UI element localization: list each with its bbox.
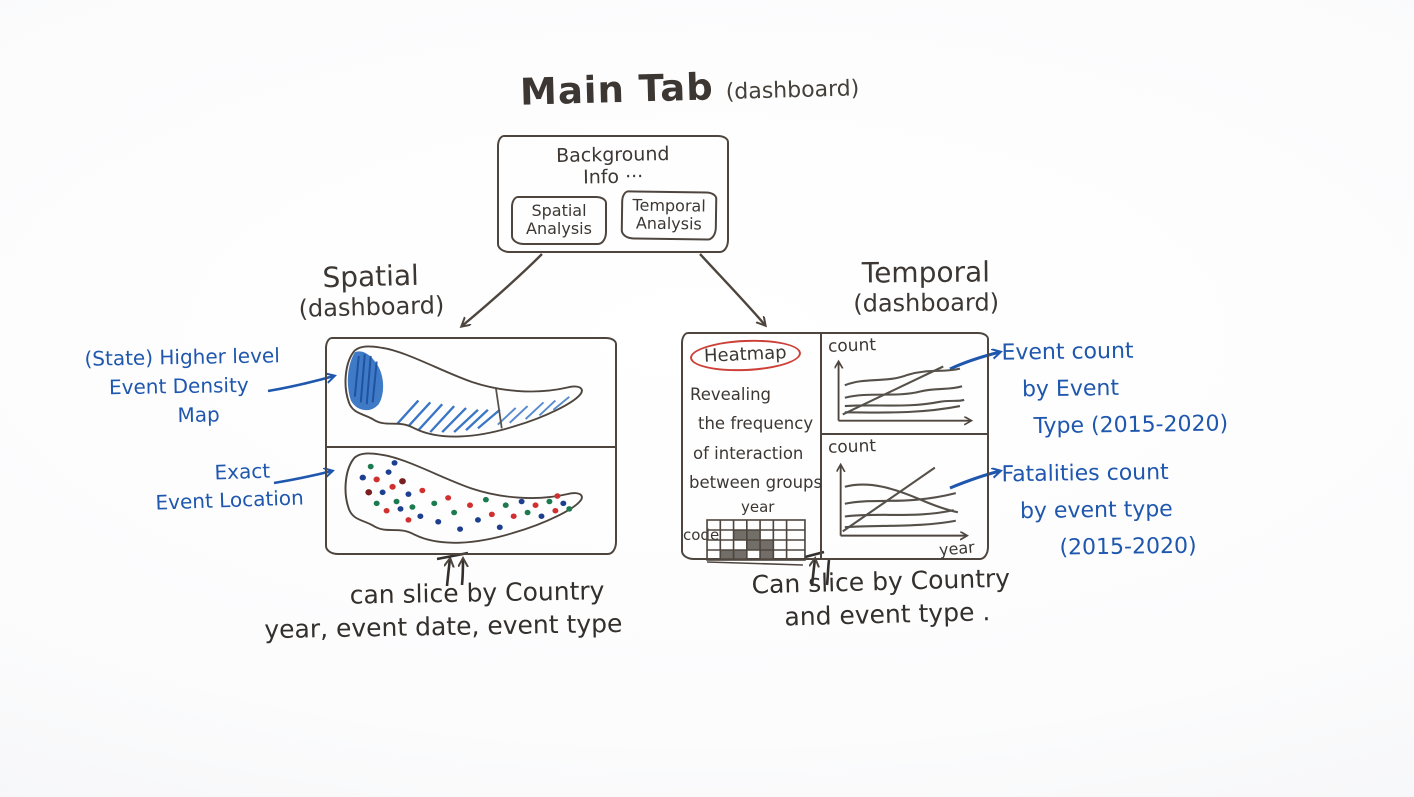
fatalities-annotation: Fatalities count by event type (2015-202… [1001,455,1197,569]
density-map-drawing [344,345,583,438]
heatmap-title: Heatmap [703,342,788,367]
page-title-paren: (dashboard) [725,76,860,105]
event-count-chart-panel: count [822,334,987,435]
spatial-dashboard-title: Spatial (dashboard) [275,258,467,324]
tab-spatial-analysis[interactable]: Spatial Analysis [511,196,607,245]
event-location-panel [327,446,615,553]
spatial-slice-note-line1: can slice by Country [349,576,605,610]
tab-spatial-line1: Spatial [531,201,587,221]
spatial-dashboard-box [325,337,617,555]
background-info-heading: Background Info ··· [499,142,728,191]
heatmap-description: Revealing the frequency of interaction b… [689,380,823,497]
heatmap-grid [706,519,806,566]
main-tab-row: Spatial Analysis Temporal Analysis [511,190,718,245]
event-dots [359,460,573,533]
event-count-annotation-line2: by Event [1021,375,1120,403]
spatial-title-paren: (dashboard) [298,291,445,323]
temporal-dashboard-box: Heatmap Revealing the frequency of inter… [681,332,989,566]
bottom-chart-y-axis-label: count [827,436,877,458]
density-map-panel [327,339,615,449]
spatial-title-text: Spatial [322,258,420,295]
density-label-line3: Map [177,402,220,428]
exact-label-line2: Event Location [155,485,305,515]
arrow-main-to-spatial [462,253,543,326]
temporal-slice-note-line2: and event type . [784,596,991,632]
exact-location-label: Exact Event Location [154,455,304,516]
event-count-annotation: Event count by Event Type (2015-2020) [1001,332,1228,446]
temporal-title-text: Temporal [861,255,991,290]
temporal-slice-note: Can slice by Country and event type . [751,563,1011,635]
density-map-label: (State) Higher level Event Density Map [84,341,281,431]
fatalities-annotation-line1: Fatalities count [1001,460,1169,488]
fatalities-annotation-line3: (2015-2020) [1059,533,1197,561]
heatmap-desc-line3: of interaction [693,443,804,463]
fatalities-annotation-line2: by event type [1019,496,1173,525]
page-title-text: Main Tab [519,65,715,114]
heatmap-desc-line1: Revealing [690,385,772,404]
heatmap-mini-chart: year code [683,498,809,566]
event-count-annotation-line1: Event count [1001,338,1134,366]
event-count-chart [826,354,983,429]
main-tab-box: Background Info ··· Spatial Analysis Tem… [497,135,729,253]
tab-temporal-analysis[interactable]: Temporal Analysis [620,190,718,241]
bottom-chart-x-axis-label: year [938,537,976,560]
heatmap-title-circled: Heatmap [689,337,802,374]
tab-temporal-line2: Analysis [635,213,702,234]
tab-spatial-line2: Analysis [526,219,592,239]
background-info-line2: Info ··· [582,165,644,189]
heatmap-desc-line2: the frequency [698,414,814,434]
arrow-main-to-temporal [699,253,765,325]
heatmap-desc-line4: between groups [689,473,823,493]
event-location-drawing [344,452,583,545]
temporal-dashboard-title: Temporal (dashboard) [826,255,1027,318]
exact-label-line1: Exact [214,458,271,485]
spatial-slice-note-line2: year, event date, event type [264,608,623,644]
temporal-title-paren: (dashboard) [853,288,1000,318]
event-count-annotation-line3: Type (2015-2020) [1033,411,1229,440]
density-label-line2: Event Density [108,372,249,400]
spatial-slice-note: can slice by Country year, event date, e… [263,575,623,646]
fatalities-count-chart [826,457,983,542]
density-label-line1: (State) Higher level [84,343,280,371]
heatmap-x-axis-label: year [741,498,775,516]
page-title: Main Tab (dashboard) [519,61,859,113]
fatalities-count-chart-panel: count year [822,435,987,560]
heatmap-panel: Heatmap Revealing the frequency of inter… [683,334,823,566]
